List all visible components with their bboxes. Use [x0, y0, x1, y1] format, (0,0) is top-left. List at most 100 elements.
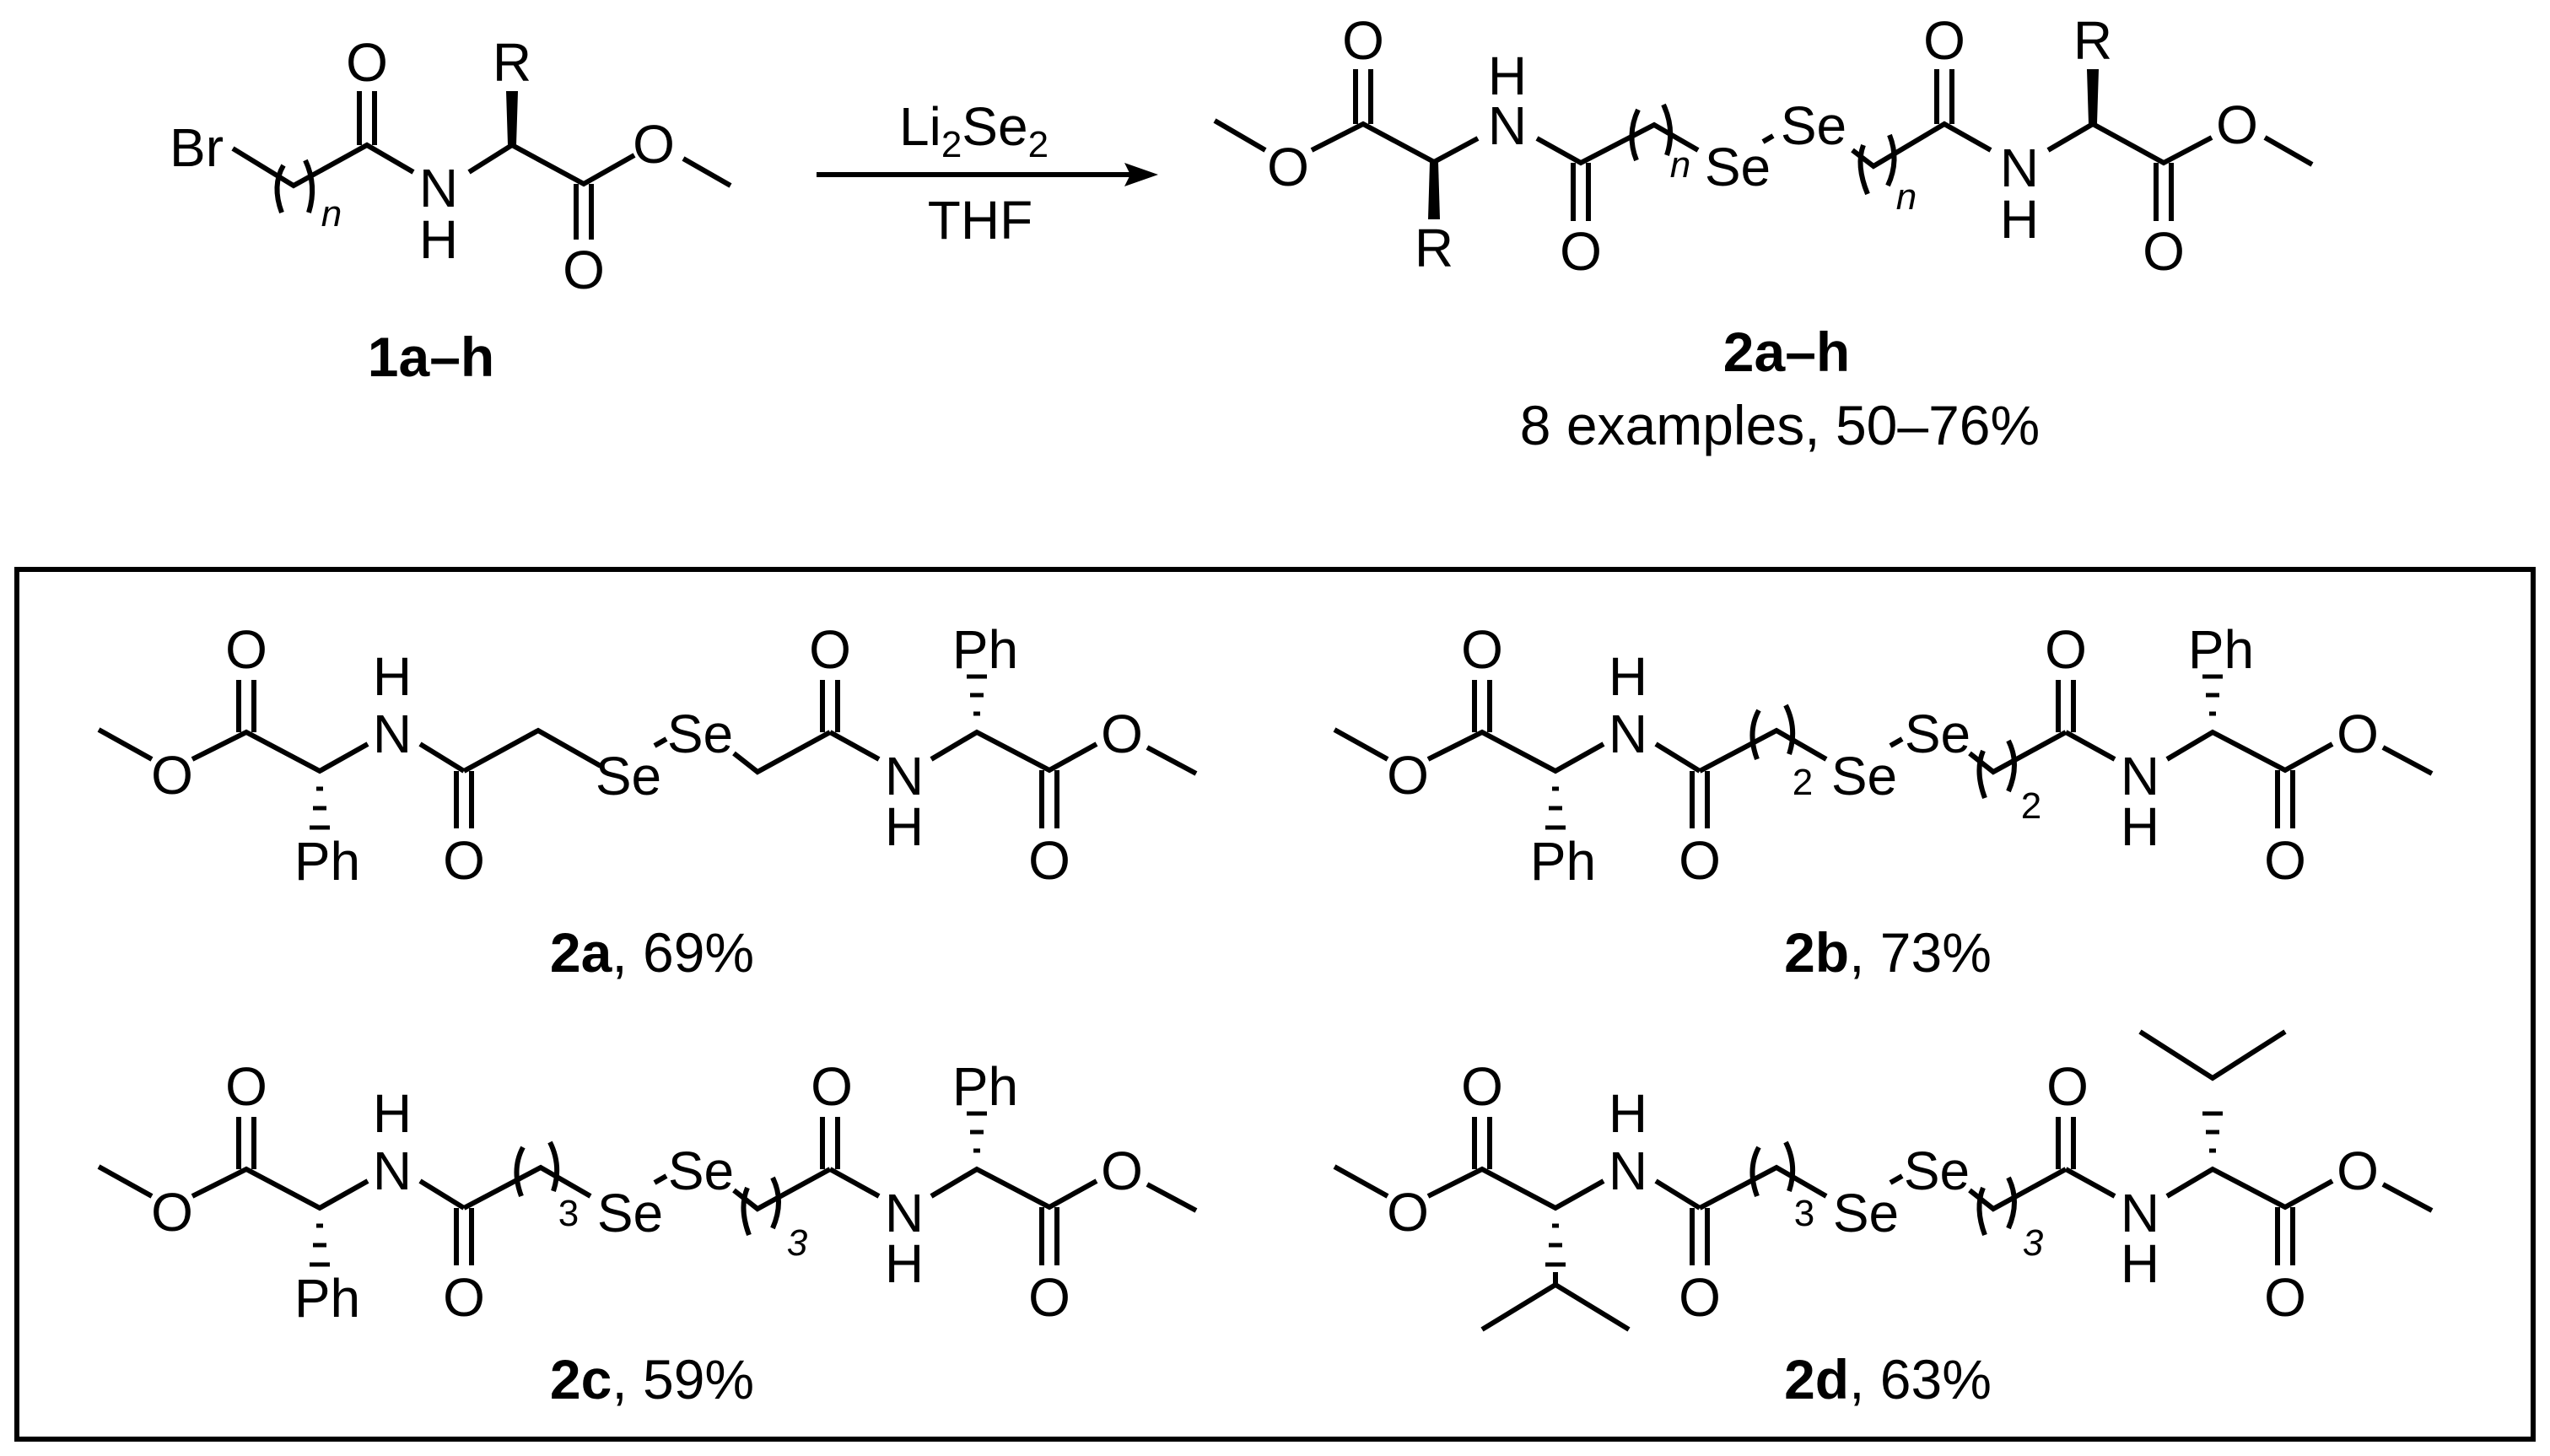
atom-h: H — [2121, 1233, 2159, 1294]
atom-r: R — [1415, 218, 1453, 278]
atom-o: O — [443, 1267, 485, 1328]
compound-label-2a: 2a, 69% — [550, 921, 754, 984]
atom-o: O — [1461, 1056, 1503, 1117]
compound-2c: O O H N Ph O 3 Se Se 3 O N H Ph O O 2c, … — [99, 1056, 1196, 1410]
atom-se: Se — [1781, 95, 1846, 156]
atom-n: N — [419, 158, 458, 218]
atom-o: O — [1028, 1267, 1070, 1328]
atom-n: N — [2121, 1183, 2159, 1243]
subscript-n: 3 — [558, 1193, 579, 1234]
atom-se: Se — [597, 1183, 663, 1243]
atom-o: O — [151, 745, 193, 806]
atom-n: N — [1609, 704, 1647, 764]
atom-h: H — [373, 646, 412, 707]
atom-o: O — [2337, 704, 2379, 764]
compound-2a: O O H N Ph O Se Se O N H Ph O O 2a, 69% — [99, 619, 1196, 984]
subscript-n: 3 — [1794, 1193, 1814, 1234]
atom-o: O — [1101, 1141, 1143, 1201]
arrow-head-icon — [1124, 163, 1158, 186]
atom-o: O — [2216, 94, 2258, 155]
atom-h: H — [1609, 646, 1647, 707]
atom-se: Se — [1831, 746, 1897, 806]
atom-n: N — [1488, 95, 1527, 156]
atom-o: O — [811, 1056, 853, 1117]
atom-o-amide: O — [346, 32, 388, 93]
atom-se: Se — [1833, 1183, 1899, 1243]
substituent-ph: Ph — [952, 1056, 1018, 1117]
atom-o: O — [1679, 830, 1721, 891]
atom-o: O — [1560, 221, 1602, 282]
substituent-ph: Ph — [1530, 831, 1596, 892]
atom-o: O — [2046, 1056, 2089, 1117]
atom-h: H — [1609, 1083, 1647, 1144]
atom-o: O — [1342, 10, 1384, 71]
atom-h: H — [2000, 189, 2039, 250]
atom-o: O — [1101, 704, 1143, 764]
atom-se: Se — [1905, 704, 1970, 764]
atom-o: O — [225, 1056, 267, 1117]
atom-r: R — [493, 32, 531, 93]
atom-h: H — [885, 796, 924, 857]
atom-o: O — [809, 619, 851, 680]
atom-o: O — [1461, 619, 1503, 680]
atom-n: N — [373, 704, 412, 764]
atom-h: H — [885, 1233, 924, 1294]
atom-se: Se — [1904, 1141, 1970, 1201]
atom-br: Br — [170, 117, 224, 178]
subscript-n: 3 — [2023, 1222, 2044, 1264]
compound-2d: O O H N O 3 Se Se 3 O N H O O 2d, 63% — [1334, 1029, 2432, 1410]
atom-o: O — [1923, 10, 1965, 71]
atom-r: R — [2073, 10, 2112, 71]
atom-n: N — [885, 746, 924, 806]
substituent-ph: Ph — [2188, 619, 2254, 680]
substituent-ph: Ph — [294, 1268, 360, 1329]
atom-h: H — [373, 1083, 412, 1144]
isopropyl-left — [1480, 1281, 1631, 1332]
subscript-n: 2 — [2021, 785, 2041, 827]
subscript-n: 2 — [1793, 762, 1813, 803]
reaction-arrow: Li2Se2 THF — [817, 96, 1158, 251]
atom-o: O — [2264, 1267, 2306, 1328]
compound-2b: O O H N Ph O 2 Se Se 2 O N H Ph O O 2b, … — [1334, 619, 2432, 984]
substituent-ph: Ph — [294, 831, 360, 892]
product-summary: 8 examples, 50–76% — [1520, 394, 2040, 456]
product-label: 2a–h — [1723, 321, 1850, 383]
atom-h: H — [2121, 796, 2159, 857]
atom-o-ester: O — [633, 114, 675, 175]
substituent-ph: Ph — [952, 619, 1018, 680]
atom-o: O — [2264, 830, 2306, 891]
atom-o: O — [151, 1182, 193, 1243]
atom-o: O — [2045, 619, 2087, 680]
product-structure: O O R N H O n Se Se n O N H R O O 2a–h 8… — [1213, 10, 2314, 456]
compound-label-2b: 2b, 73% — [1784, 921, 1992, 984]
atom-o: O — [1028, 830, 1070, 891]
atom-n: N — [373, 1141, 412, 1201]
atom-se: Se — [667, 704, 733, 764]
atom-n: N — [1609, 1141, 1647, 1201]
compound-label-2c: 2c, 59% — [550, 1348, 754, 1410]
subscript-n: n — [1670, 144, 1690, 186]
atom-o: O — [225, 619, 267, 680]
atom-h: H — [1488, 46, 1527, 106]
subscript-n: 3 — [787, 1222, 808, 1264]
atom-n: N — [2121, 746, 2159, 806]
atom-h: H — [419, 209, 458, 270]
atom-se: Se — [668, 1141, 734, 1201]
subscript-n: n — [321, 193, 342, 235]
atom-o: O — [443, 830, 485, 891]
examples-box — [14, 567, 2536, 1442]
atom-o-carbonyl: O — [563, 240, 605, 300]
atom-o: O — [2143, 221, 2185, 282]
subscript-n: n — [1896, 176, 1917, 218]
solvent-thf: THF — [928, 190, 1032, 251]
atom-se: Se — [1705, 137, 1771, 197]
atom-n: N — [885, 1183, 924, 1243]
isopropyl-right — [2138, 1029, 2287, 1081]
reactant-label: 1a–h — [368, 326, 494, 388]
atom-o: O — [1387, 1182, 1429, 1243]
reagent-li2se2: Li2Se2 — [899, 96, 1049, 165]
atom-o: O — [2337, 1141, 2379, 1201]
reactant-structure: Br O R N H O O n 1a–h — [170, 32, 732, 388]
atom-se: Se — [596, 746, 661, 806]
